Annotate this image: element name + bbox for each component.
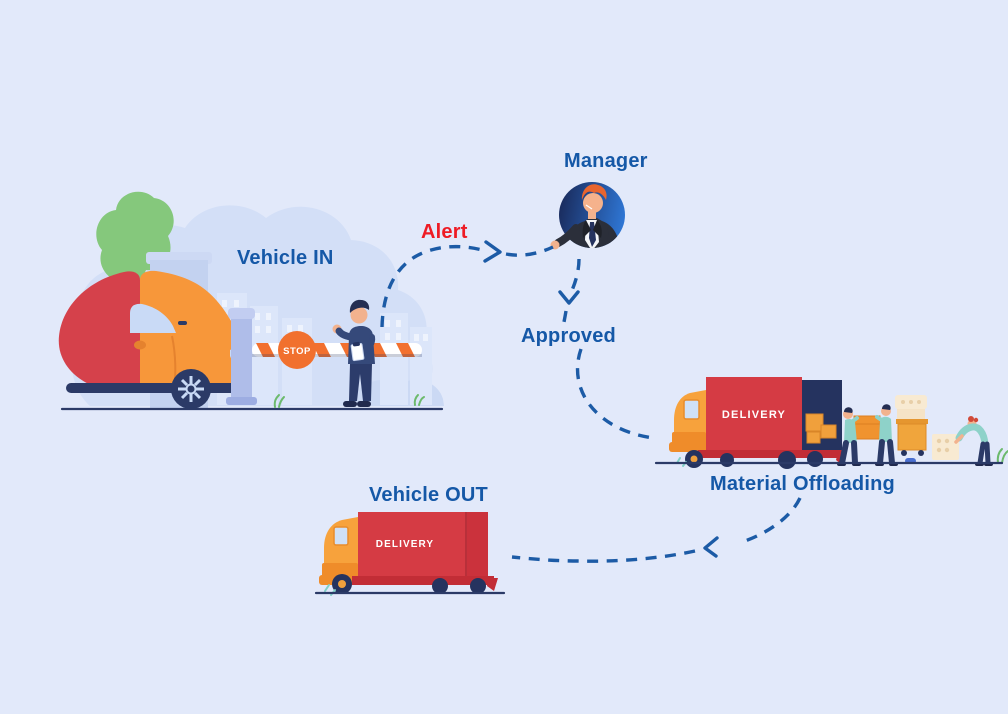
van-window — [130, 303, 176, 333]
guard-hair — [349, 299, 370, 313]
workers-offloading — [837, 395, 1008, 466]
grass — [273, 394, 425, 408]
manager-lapel — [582, 220, 591, 238]
offload-truck: DELIVERY — [669, 377, 846, 469]
truck-chassis — [352, 576, 494, 585]
arrowhead-vehicle-out — [703, 536, 719, 558]
approved-label: Approved — [521, 325, 616, 347]
box-trolley — [895, 395, 928, 464]
vehicle-out-illustration: DELIVERY — [314, 512, 506, 596]
guard-shoe — [343, 401, 357, 407]
connector-offloading-to-out-tail — [511, 549, 696, 563]
delivery-text: DELIVERY — [722, 409, 786, 421]
barrier-arm — [252, 343, 422, 357]
worker-man-2 — [875, 404, 898, 466]
cab-window — [333, 526, 349, 546]
cab-step — [319, 575, 329, 585]
arrowhead-alert — [483, 240, 502, 263]
guard-arm-left — [360, 334, 376, 354]
truck-box-body — [706, 377, 802, 452]
truck-wheel — [778, 451, 796, 469]
vehicle-in-illustration: STOP — [58, 191, 444, 411]
alert-label: Alert — [421, 221, 468, 243]
manager-arm-extended — [554, 224, 580, 247]
vehicle-in-label: Vehicle IN — [237, 247, 334, 269]
guard-legs — [349, 364, 372, 401]
ground-crate — [932, 434, 959, 460]
plant — [996, 448, 1008, 464]
truck-mudflap — [487, 578, 498, 591]
guard-head — [350, 306, 368, 324]
truck-wheel — [720, 453, 734, 467]
out-truck: DELIVERY — [319, 512, 498, 596]
connector-approved-to-offloading — [575, 348, 654, 440]
gate-post — [231, 316, 252, 403]
truck-wheel — [432, 578, 448, 594]
manager-label: Manager — [564, 150, 648, 172]
cab-window — [683, 399, 700, 420]
van-body — [140, 270, 247, 392]
truck-chassis — [698, 450, 844, 458]
material-offloading-illustration: DELIVERY — [654, 377, 1008, 469]
manager-neck — [588, 210, 596, 219]
manager-hand — [550, 240, 560, 250]
manager-lapel — [593, 220, 602, 238]
cab-bumper — [669, 442, 678, 452]
stop-sign: STOP — [278, 331, 316, 369]
van-wheel — [171, 369, 211, 409]
manager-hair — [581, 184, 607, 200]
guard-shoe — [357, 401, 371, 407]
interior-boxes — [805, 413, 837, 444]
van-handle — [178, 321, 187, 325]
van-running-board — [66, 383, 246, 393]
truck-wheel-hub — [690, 455, 698, 463]
truck-box-rear — [466, 512, 488, 578]
truck-wheel — [470, 578, 486, 594]
connector-manager-down — [568, 258, 581, 296]
vehicle-out-label: Vehicle OUT — [369, 484, 488, 506]
connector-offloading-to-out — [744, 497, 802, 543]
van-emblem — [134, 340, 146, 350]
delivery-text: DELIVERY — [376, 539, 434, 550]
stop-sign-text: STOP — [283, 346, 311, 357]
van-rear — [58, 271, 140, 392]
arrowhead-approved — [558, 290, 580, 305]
manager-headset — [585, 204, 593, 210]
cab-lower — [672, 432, 706, 452]
material-offloading-label: Material Offloading — [710, 473, 895, 495]
gate-barrier: STOP — [226, 308, 422, 405]
security-guard — [332, 299, 376, 407]
worker-woman — [954, 416, 993, 466]
truck-wheel-hub — [338, 580, 346, 588]
manager-head — [583, 193, 603, 213]
manager-avatar — [550, 182, 625, 250]
truck-wheel — [807, 451, 823, 467]
guard-clipboard — [350, 341, 365, 362]
